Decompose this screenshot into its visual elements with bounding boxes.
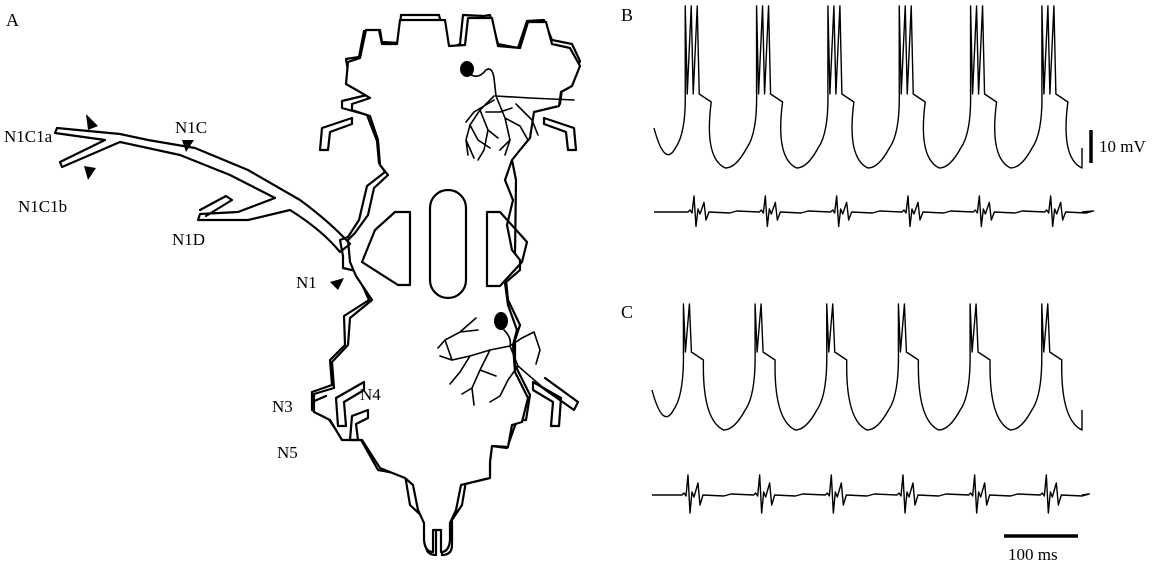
- panel-c-label: C: [621, 302, 633, 322]
- label-n1: N1: [296, 273, 317, 292]
- label-n3: N3: [272, 397, 293, 416]
- label-n4: N4: [360, 385, 381, 404]
- label-n5: N5: [277, 443, 298, 462]
- label-n1c1a: N1C1a: [4, 127, 53, 146]
- nerve-stub-upper-left: [320, 118, 352, 150]
- trace-b-intracellular: [654, 6, 1082, 168]
- nerve-stub-upper-right: [544, 118, 576, 150]
- voltage-scale-label: 10 mV: [1099, 137, 1146, 156]
- trace-c-intracellular: [652, 304, 1082, 430]
- arrow-n1: [330, 278, 344, 290]
- panel-a-label: A: [6, 10, 19, 30]
- nerve-stub-lower-right: [533, 382, 561, 426]
- time-scale-label: 100 ms: [1008, 545, 1058, 564]
- trace-c-extracellular: [652, 475, 1089, 513]
- arrow-n1c1a: [86, 114, 98, 130]
- trace-b-extracellular: [654, 196, 1093, 226]
- nerve-lower-right-extension: [540, 378, 578, 410]
- label-n1d: N1D: [172, 230, 205, 249]
- panel-b-label: B: [621, 5, 633, 25]
- arrow-n1c1b: [84, 166, 96, 180]
- label-n1c: N1C: [175, 118, 207, 137]
- label-n1c1b: N1C1b: [18, 197, 67, 216]
